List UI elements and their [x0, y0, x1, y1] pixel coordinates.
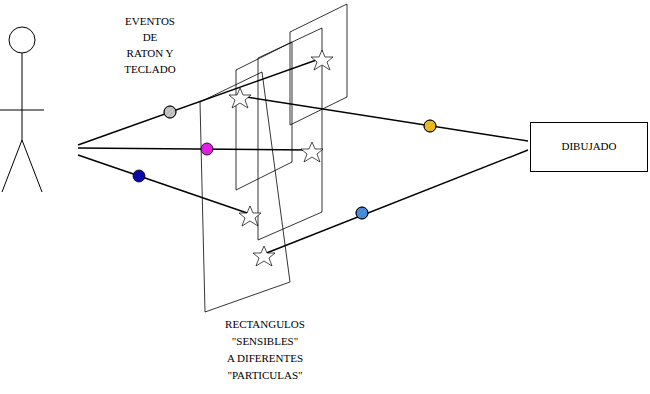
caption-label: "SENSIBLES" [232, 335, 298, 347]
caption-label: A DIFERENTES [227, 352, 303, 364]
particles [133, 106, 436, 219]
process-box: DIBUJADO [530, 122, 648, 172]
caption-label: "PARTICULAS" [227, 369, 302, 381]
stick-figure [0, 27, 44, 192]
impact-stars [229, 50, 333, 266]
box-label: DIBUJADO [562, 140, 617, 153]
caption-label: EVENTOS DE RATON Y TECLADO [124, 13, 175, 77]
caption-label: RECTANGULOS [225, 318, 305, 330]
sensitive-planes [200, 4, 347, 312]
event-rays [78, 58, 528, 254]
